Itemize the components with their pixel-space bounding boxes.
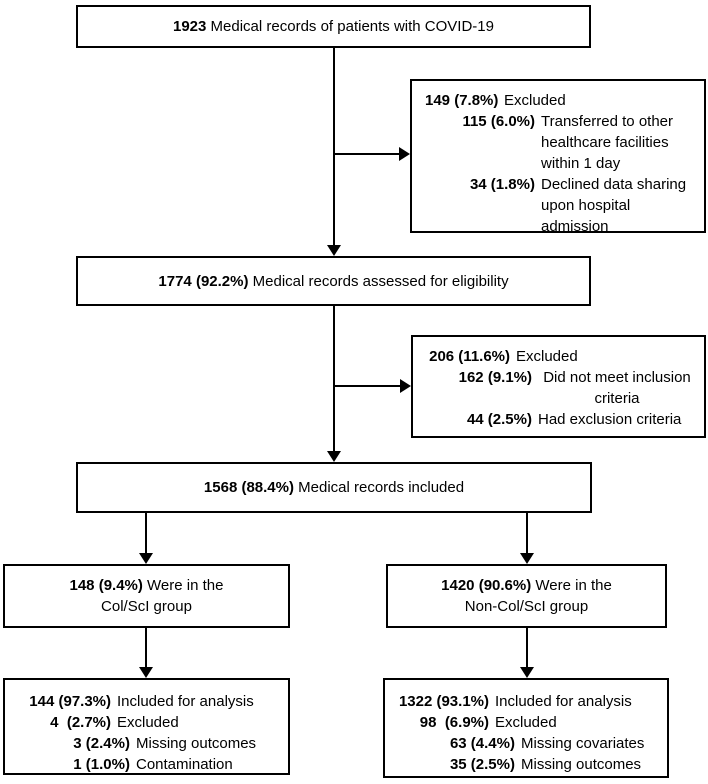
arrow-eligibility-to-included (333, 306, 335, 451)
analysis-left-line: 144 (97.3%) Included for analysis (27, 691, 282, 712)
analysis-right-line: 98 (6.9%) Excluded (393, 712, 661, 733)
analysis-left-count: 4 (2.7%) (50, 714, 111, 731)
analysis-left-reason: Contamination (136, 756, 233, 773)
analysis-left-reason: Excluded (117, 714, 179, 731)
excluded-1-reason: Excluded (504, 92, 566, 109)
arrow-included-to-group-right (526, 513, 528, 553)
analysis-left-line: 1 (1.0%) Contamination (27, 754, 282, 775)
flow-box-group-non-col-sci: 1420 (90.6%) Were in the Non-Col/ScI gro… (386, 564, 667, 628)
excluded-2-count: 206 (11.6%) (429, 348, 510, 365)
flow-box-group-col-sci: 148 (9.4%) Were in the Col/ScI group (3, 564, 290, 628)
excluded-2-line: 162 (9.1%) Did not meet inclusion criter… (426, 367, 696, 409)
excluded-1-reason: Transferred to other healthcare faciliti… (541, 113, 674, 172)
arrow-records-to-eligibility (333, 48, 335, 245)
arrow-included-to-group-left (145, 513, 147, 553)
excluded-2-count: 44 (2.5%) (466, 411, 532, 428)
flow-box-group-col-sci-label: 148 (9.4%) Were in the Col/ScI group (69, 577, 224, 615)
analysis-left-reason: Missing outcomes (136, 735, 257, 752)
excluded-1-line: 115 (6.0%) Transferred to other healthca… (425, 111, 696, 174)
analysis-right-reason: Missing outcomes (521, 756, 642, 773)
excluded-1-count: 149 (7.8%) (425, 92, 499, 109)
analysis-left-line: 4 (2.7%) Excluded (27, 712, 282, 733)
analysis-right-line: 1322 (93.1%) Included for analysis (393, 691, 661, 712)
analysis-right-reason: Excluded (495, 714, 557, 731)
flow-box-total-records-label: 1923 Medical records of patients with CO… (173, 18, 494, 35)
analysis-left-count: 144 (97.3%) (29, 693, 111, 710)
analysis-right-reason: Included for analysis (495, 693, 632, 710)
flow-box-eligibility-label: 1774 (92.2%) Medical records assessed fo… (158, 272, 509, 290)
arrow-group-left-to-analysis (145, 628, 147, 667)
analysis-left-count: 1 (1.0%) (73, 756, 130, 773)
flow-box-included-label: 1568 (88.4%) Medical records included (203, 479, 465, 496)
analysis-right-reason: Missing covariates (521, 735, 645, 752)
analysis-left-count: 3 (2.4%) (73, 735, 130, 752)
excluded-1-line: 34 (1.8%) Declined data sharing upon hos… (425, 174, 696, 237)
excluded-1-reason: Declined data sharing upon hospital admi… (541, 176, 687, 235)
analysis-left-line: 3 (2.4%) Missing outcomes (27, 733, 282, 754)
analysis-right-count: 1322 (93.1%) (398, 693, 489, 710)
excluded-2-reason: Excluded (516, 348, 578, 365)
excluded-2-reason: Had exclusion criteria (538, 411, 682, 428)
arrow-group-right-to-analysis (526, 628, 528, 667)
flow-box-excluded-1: 149 (7.8%) Excluded 115 (6.0%) Transferr… (410, 79, 706, 235)
analysis-right-count: 98 (6.9%) (419, 714, 489, 731)
analysis-right-line: 35 (2.5%) Missing outcomes (393, 754, 661, 775)
excluded-2-line: 206 (11.6%) Excluded (426, 346, 696, 367)
analysis-left-reason: Included for analysis (117, 693, 254, 710)
flow-box-eligibility: 1774 (92.2%) Medical records assessed fo… (76, 256, 591, 306)
flow-box-included: 1568 (88.4%) Medical records included (76, 462, 592, 513)
excluded-2-reason: Did not meet inclusion criteria (543, 369, 691, 407)
excluded-2-count: 162 (9.1%) (458, 369, 532, 386)
analysis-right-count: 35 (2.5%) (449, 756, 515, 773)
analysis-right-count: 63 (4.4%) (449, 735, 515, 752)
arrow-branch-excluded-2 (334, 385, 400, 387)
excluded-1-count: 115 (6.0%) (462, 113, 535, 130)
excluded-1-line: 149 (7.8%) Excluded (425, 90, 696, 111)
flow-box-analysis-non-col-sci: 1322 (93.1%) Included for analysis 98 (6… (383, 678, 669, 778)
flow-box-analysis-col-sci: 144 (97.3%) Included for analysis 4 (2.7… (3, 678, 290, 775)
excluded-1-count: 34 (1.8%) (469, 176, 535, 193)
flow-box-total-records: 1923 Medical records of patients with CO… (76, 5, 591, 48)
flow-box-group-non-col-sci-label: 1420 (90.6%) Were in the Non-Col/ScI gro… (441, 577, 612, 615)
arrow-branch-excluded-1 (334, 153, 399, 155)
excluded-2-line: 44 (2.5%) Had exclusion criteria (426, 409, 696, 430)
flow-box-excluded-2: 206 (11.6%) Excluded 162 (9.1%) Did not … (411, 335, 706, 438)
analysis-right-line: 63 (4.4%) Missing covariates (393, 733, 661, 754)
